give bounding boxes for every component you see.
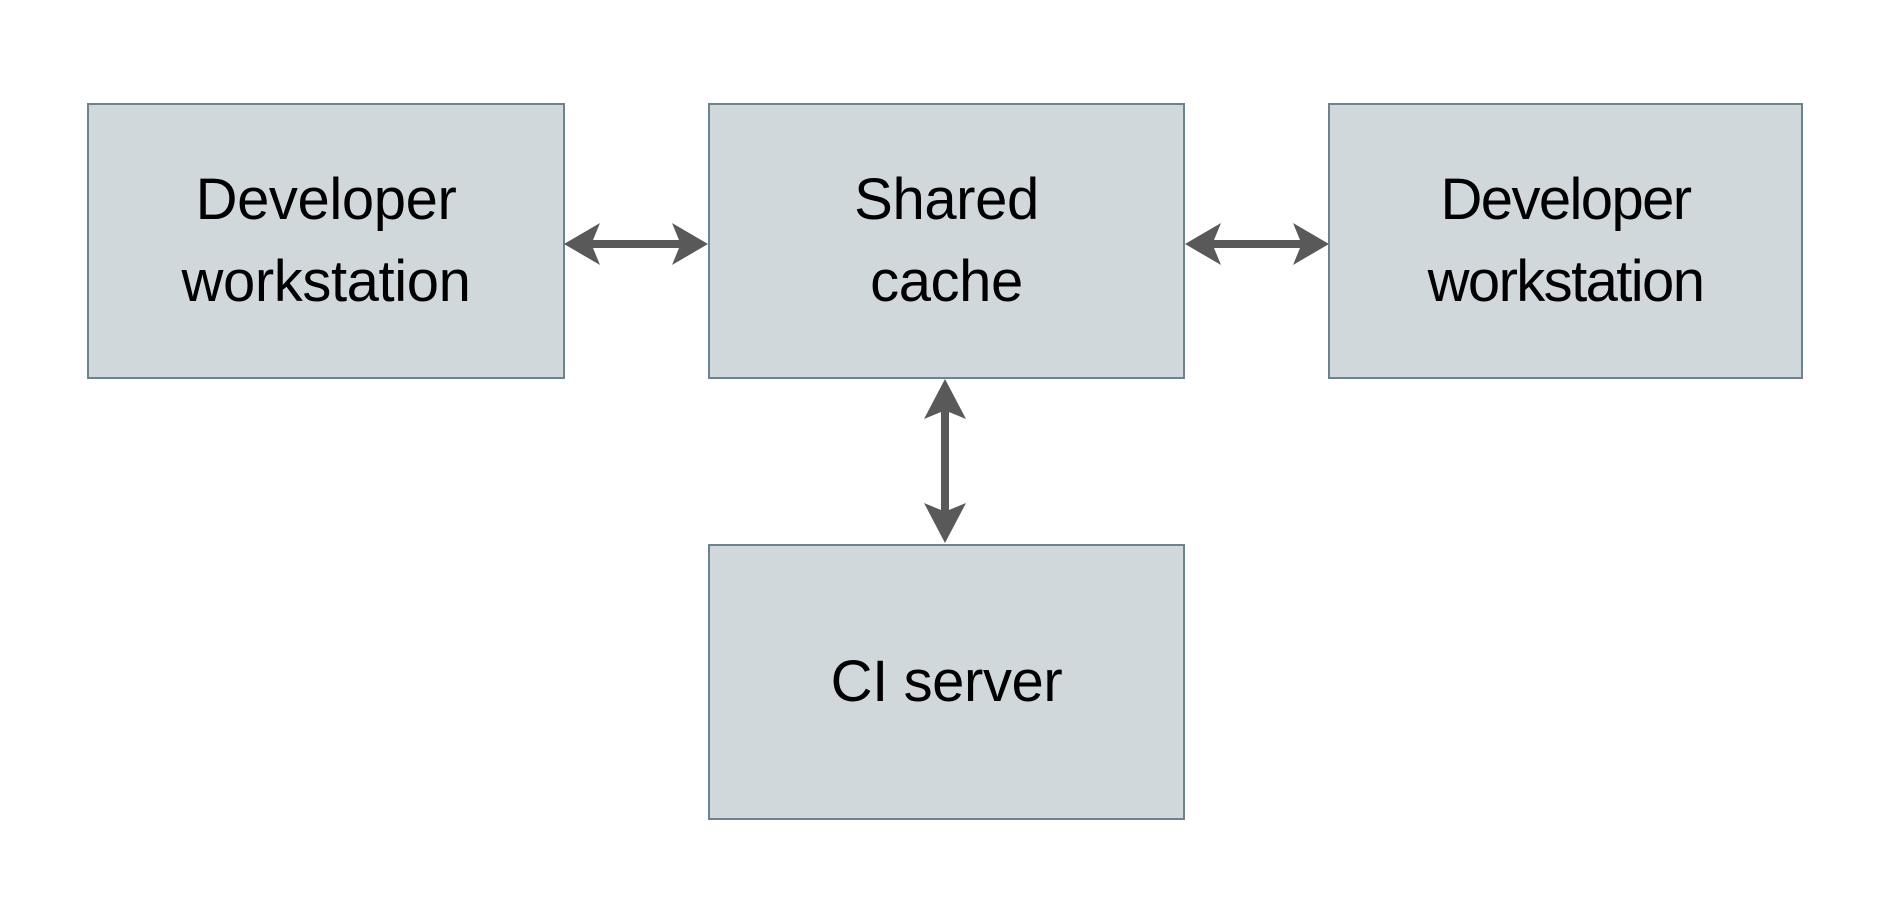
edge-developer-left-to-shared-cache[interactable]	[560, 213, 712, 275]
node-label: CI server	[830, 648, 1063, 714]
double-arrow-icon	[1185, 223, 1329, 265]
node-developer-workstation-left[interactable]: Developer workstation	[87, 103, 565, 379]
edge-shared-cache-to-developer-right[interactable]	[1181, 213, 1333, 275]
node-label: Developer workstation	[181, 166, 471, 314]
node-ci-server[interactable]: CI server	[708, 544, 1185, 820]
node-label: Shared cache	[854, 166, 1039, 314]
node-label: Developer workstation	[1427, 166, 1705, 314]
node-shared-cache[interactable]: Shared cache	[708, 103, 1185, 379]
double-arrow-icon	[564, 223, 708, 265]
double-arrow-icon	[924, 379, 966, 543]
node-developer-workstation-right[interactable]: Developer workstation	[1328, 103, 1803, 379]
edge-shared-cache-to-ci-server[interactable]	[914, 375, 976, 547]
